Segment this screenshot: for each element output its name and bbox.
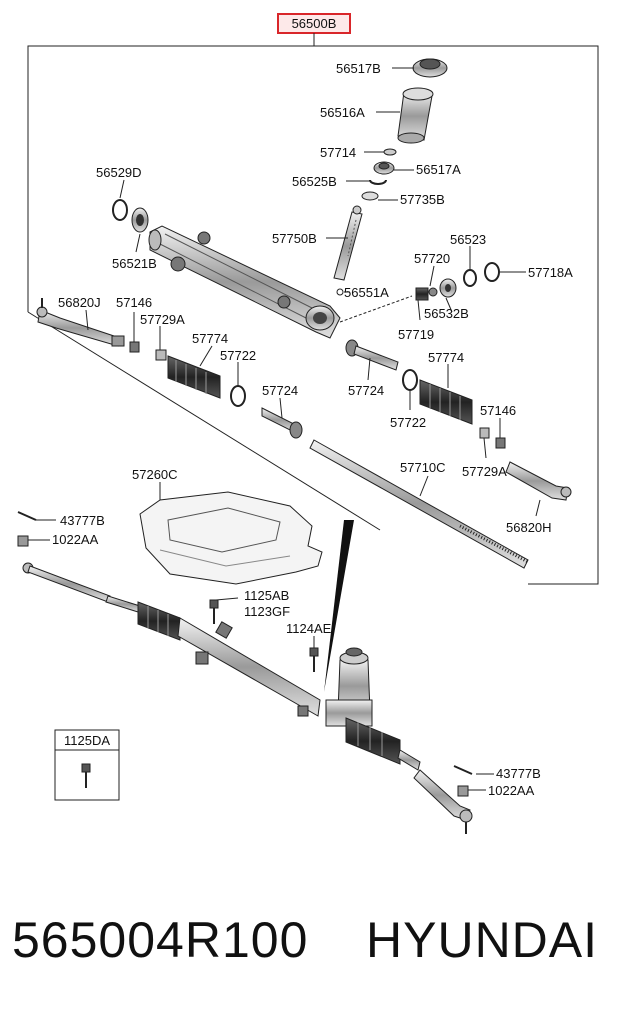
heat-shield-57260c (139, 491, 323, 585)
label-43777b-right: 43777B (496, 766, 541, 781)
zoom-wedge (324, 520, 354, 692)
label-57774-left: 57774 (192, 331, 228, 346)
label-57735b: 57735B (400, 192, 445, 207)
steering-gear-exploded-diagram: 56500B (17, 13, 599, 834)
label-1123gf: 1123GF (244, 604, 290, 619)
label-1124ae: 1124AE (286, 621, 332, 636)
bolt-1125ab (209, 599, 219, 624)
tie-rod-lower-right (397, 749, 473, 834)
boot-lower-right (345, 717, 401, 765)
washer-57735b (361, 191, 379, 201)
nut-1022aa-right (457, 785, 469, 797)
bearing-56517a (373, 161, 395, 175)
assembly-frame (27, 45, 599, 585)
label-57729a-right: 57729A (462, 464, 507, 479)
label-57724-right: 57724 (348, 383, 384, 398)
inner-tie-rod-57724-left (261, 407, 303, 439)
bolt-43777b-right (453, 765, 473, 775)
label-57720: 57720 (414, 251, 450, 266)
label-57260c: 57260C (132, 467, 178, 482)
assembly-label: 56500B (292, 16, 337, 31)
label-56532b: 56532B (424, 306, 469, 321)
brand-name: HYUNDAI (366, 912, 599, 968)
clamp-57722-right (402, 369, 418, 391)
label-57722-left: 57722 (220, 348, 256, 363)
inner-tie-rod-57724-right (345, 339, 399, 371)
leader-lines (28, 67, 541, 791)
label-57774-right: 57774 (428, 350, 464, 365)
nut-57146-right (495, 437, 506, 449)
ring-57714 (383, 148, 397, 156)
label-57724-left: 57724 (262, 383, 298, 398)
tie-rod-lower-left (22, 562, 141, 613)
snap-ring-56525b (369, 179, 387, 185)
tie-rod-end-56820h (505, 461, 572, 501)
label-57718a: 57718A (528, 265, 573, 280)
label-1125ab: 1125AB (244, 588, 289, 603)
label-56820j: 56820J (58, 295, 101, 310)
pinion-shaft-57750b (333, 205, 363, 281)
ring-56523 (463, 269, 477, 287)
label-57146-left: 57146 (116, 295, 152, 310)
label-57710c: 57710C (400, 460, 446, 475)
tie-rod-end-56820j (36, 298, 125, 347)
pinion-housing-56516a (397, 87, 434, 144)
ball-56551a (336, 288, 344, 296)
nut-57729a-left (155, 349, 167, 361)
label-57729a-left: 57729A (140, 312, 185, 327)
label-57714: 57714 (320, 145, 356, 160)
label-56820h: 56820H (506, 520, 552, 535)
label-1022aa-right: 1022AA (488, 783, 535, 798)
nut-57146-left (129, 341, 140, 353)
label-56523: 56523 (450, 232, 486, 247)
seal-cap-56517b (412, 58, 448, 78)
yoke-plug-57720 (415, 287, 429, 301)
part-number: 565004R100 (12, 912, 309, 968)
label-1022aa-left: 1022AA (52, 532, 99, 547)
label-56517a: 56517A (416, 162, 461, 177)
rack-housing-upper (148, 225, 341, 339)
seal-56529d (112, 199, 128, 221)
bolt-1124ae (309, 647, 319, 672)
nut-1022aa-left (17, 535, 29, 547)
label-56525b: 56525B (292, 174, 337, 189)
ring-57718a (484, 262, 500, 282)
label-57750b: 57750B (272, 231, 317, 246)
part-labels: 56517B 56516A 57714 56517A 56525B 57735B… (52, 61, 573, 798)
label-56516a: 56516A (320, 105, 365, 120)
boot-57774-right (419, 379, 473, 425)
boot-57774-left (167, 355, 221, 399)
label-57722-right: 57722 (390, 415, 426, 430)
rack-57710c (309, 439, 529, 569)
yoke-56532b (439, 278, 457, 298)
boot-lower-left (137, 601, 181, 641)
bushing-56521b (131, 207, 149, 233)
pinion-tower-lower (325, 647, 373, 727)
product-footer: 565004R100 HYUNDAI (0, 905, 620, 975)
clamp-57722-left (230, 385, 246, 407)
label-1125da: 1125DA (64, 733, 110, 748)
spring-57719 (428, 287, 438, 297)
rack-housing-lower (177, 617, 321, 717)
label-56529d: 56529D (96, 165, 142, 180)
label-56517b: 56517B (336, 61, 381, 76)
nut-57729a-right (479, 427, 490, 439)
label-43777b-left: 43777B (60, 513, 105, 528)
label-57146-right: 57146 (480, 403, 516, 418)
label-57719: 57719 (398, 327, 434, 342)
bolt-43777b-left (17, 511, 37, 521)
fastener-legend-box (54, 729, 120, 801)
label-56521b: 56521B (112, 256, 157, 271)
label-56551a: 56551A (344, 285, 389, 300)
